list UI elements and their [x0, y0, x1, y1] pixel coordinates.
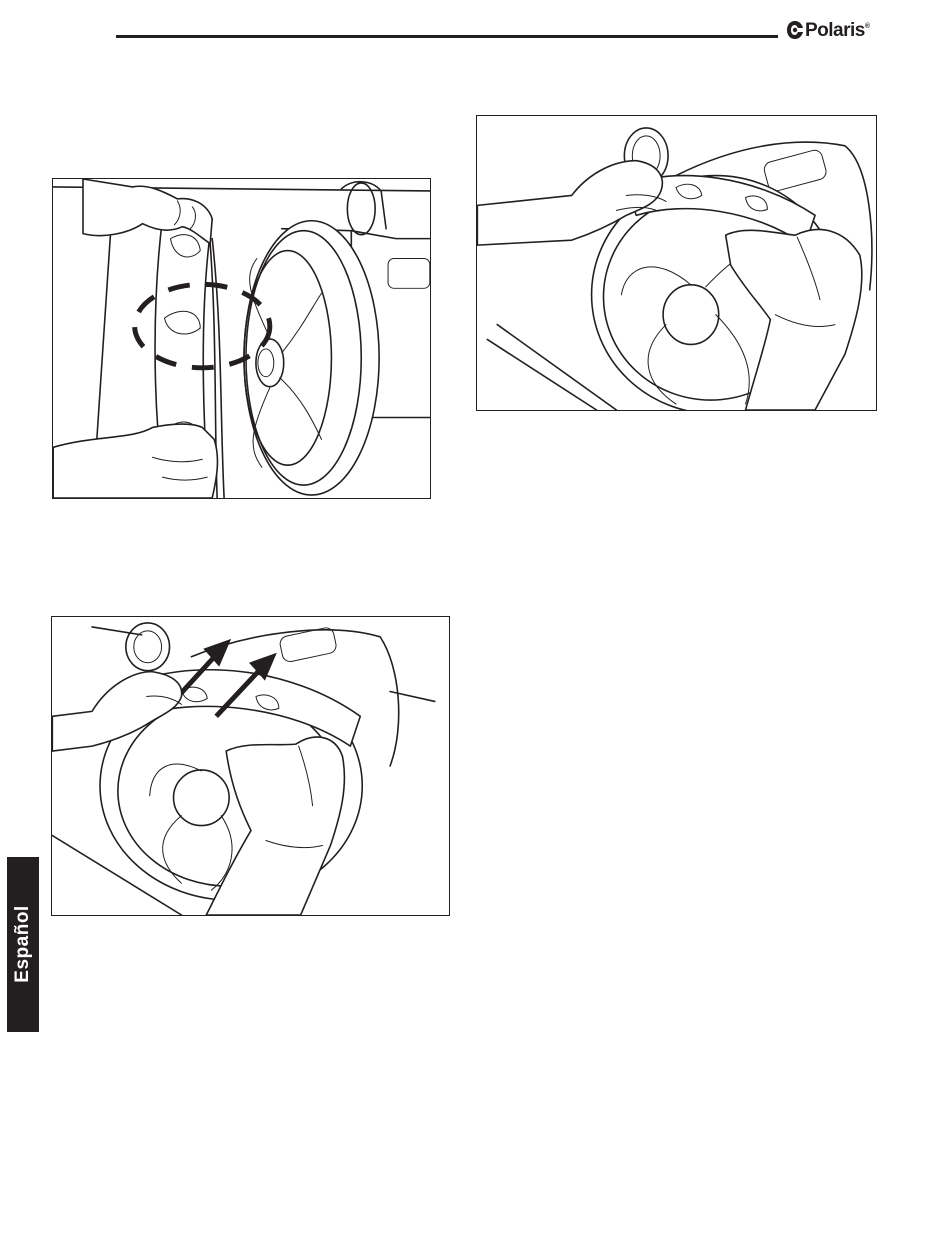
figure-tire-push [51, 616, 450, 916]
brand-name: Polaris® [805, 21, 870, 40]
polaris-logo-icon [786, 20, 804, 40]
header-rule [116, 35, 778, 38]
figure-tire-removal [52, 178, 431, 499]
language-side-tab: Español [7, 857, 39, 1032]
figure-tire-install [476, 115, 877, 411]
language-label: Español [12, 905, 34, 982]
tire-push-arrows-illustration [52, 617, 449, 915]
tire-removal-illustration [53, 179, 430, 498]
brand-logo: Polaris® [786, 18, 870, 42]
tire-install-illustration [477, 116, 876, 410]
